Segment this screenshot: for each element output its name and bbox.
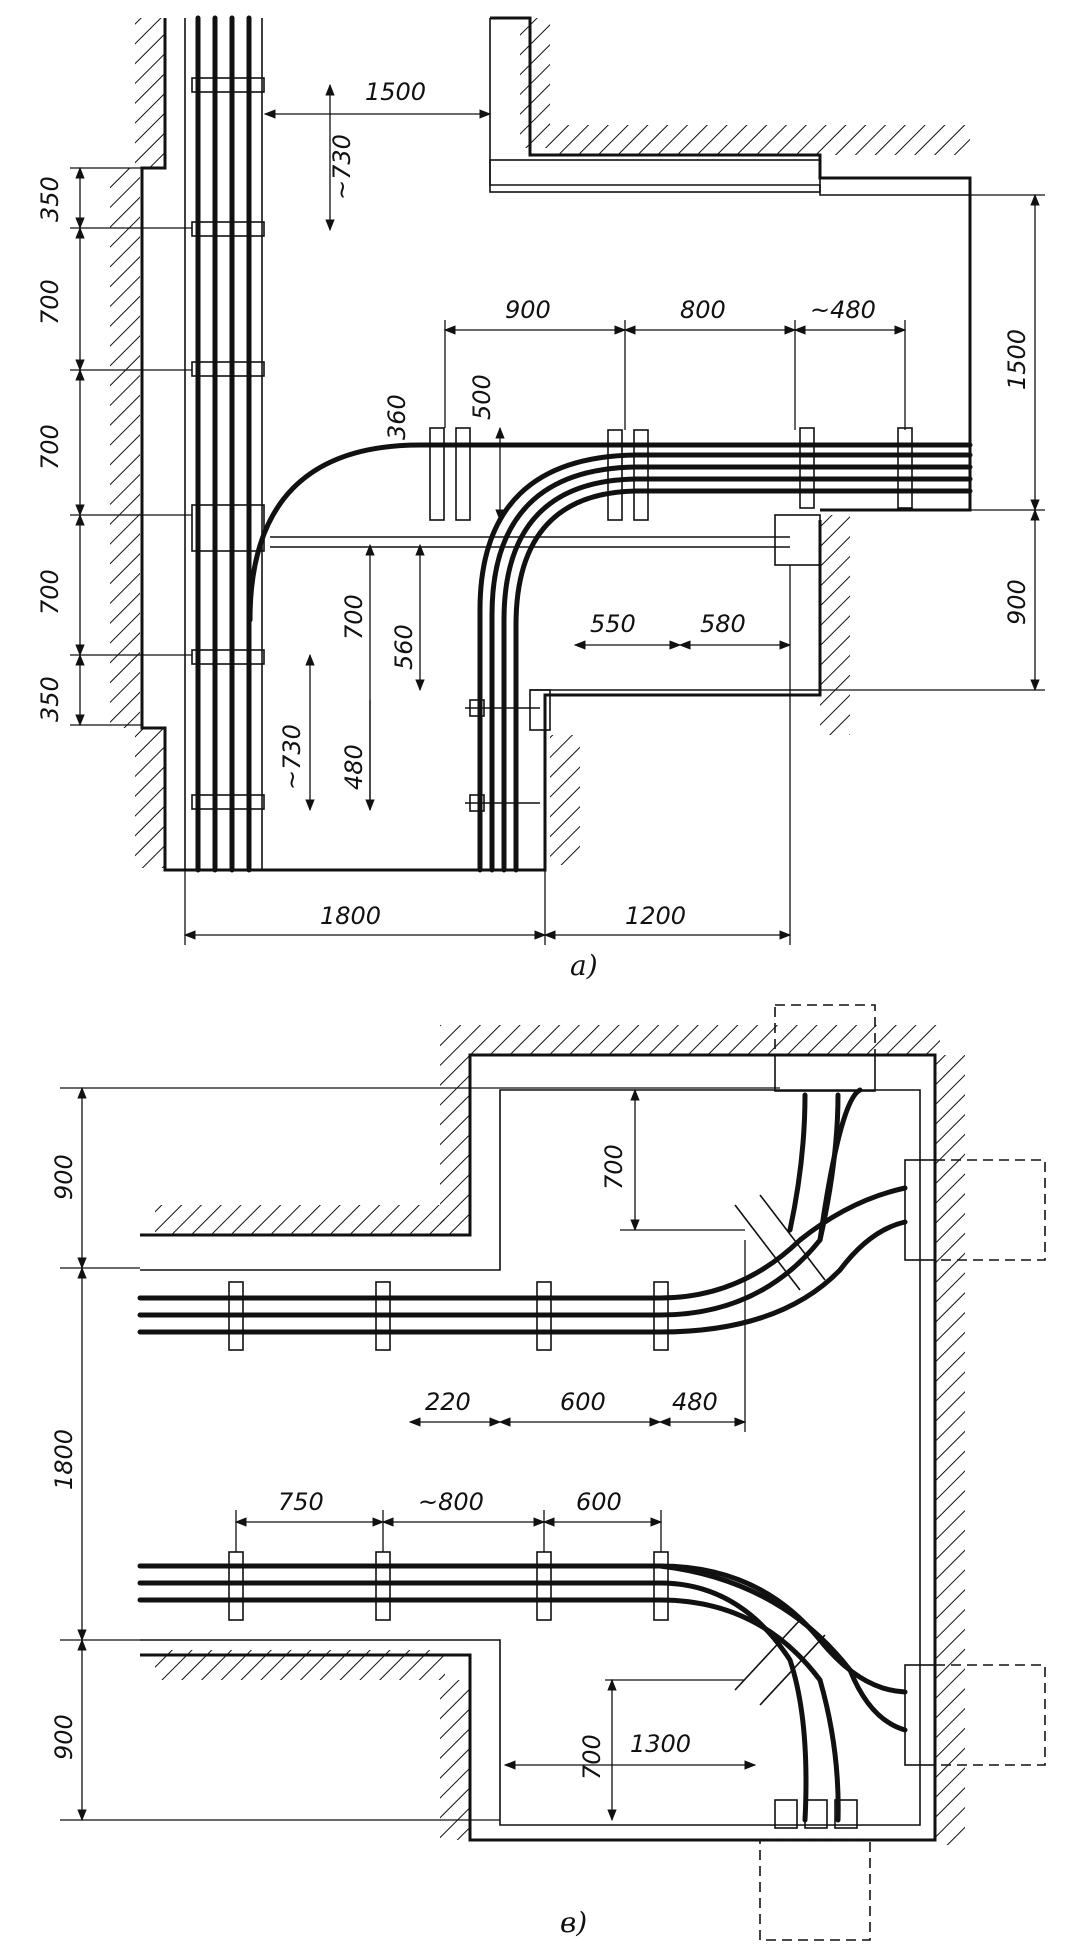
- figure-a-ground-hatching: [110, 18, 970, 868]
- dim-900-left-top: 900: [50, 1154, 78, 1200]
- dim-1500-right: 1500: [1003, 329, 1031, 390]
- dim-700-bottom: 700: [578, 1734, 606, 1780]
- figure-b-lower-cables: [137, 1563, 908, 1823]
- dim-900-right: 900: [1003, 579, 1031, 625]
- dim-350-left-bottom: 350: [36, 676, 64, 722]
- figure-a-clamps-left: [191, 77, 265, 810]
- dim-600-lower: 600: [576, 1488, 622, 1516]
- figure-b-walls: [140, 1053, 937, 1842]
- dim-750: 750: [278, 1488, 324, 1516]
- dim-1200-bottom: 1200: [625, 902, 686, 930]
- dim-700-left-1: 700: [36, 279, 64, 325]
- dim-480-bottom: 480: [340, 744, 368, 790]
- dim-550: 550: [590, 610, 636, 638]
- figure-b-label: в): [560, 1906, 587, 1939]
- dim-700-mid: 700: [340, 594, 368, 640]
- figure-b-ground-hatching: [155, 1025, 965, 1845]
- figure-b-upper-cables: [137, 1087, 908, 1335]
- dim-800-top: 800: [680, 296, 726, 324]
- dim-1800-bottom: 1800: [320, 902, 381, 930]
- dim-560-mid: 560: [390, 624, 418, 670]
- dim-1300: 1300: [630, 1730, 691, 1758]
- dim-900-left-bottom: 900: [50, 1714, 78, 1760]
- figure-a-bending-cables: [247, 442, 973, 873]
- dim-900-top: 900: [505, 296, 551, 324]
- dim-730-top: ~730: [328, 134, 356, 200]
- figure-a-label: a): [570, 949, 598, 982]
- figure-b-terminations: [759, 1004, 1046, 1941]
- dim-600-upper: 600: [560, 1388, 606, 1416]
- figure-b-dimension-texts: 900 1800 900 700 220 600 480 750 ~800 60…: [50, 1144, 718, 1780]
- figure-a-dimension-lines: [70, 83, 1045, 945]
- dim-480-top: ~480: [810, 296, 876, 324]
- dim-1500-top: 1500: [365, 78, 426, 106]
- figure-b-clamps: [228, 1194, 826, 1706]
- dim-700-left-3: 700: [36, 569, 64, 615]
- figure-a-left-cable-bundle: [184, 15, 263, 873]
- figure-a: 1500 ~730 350 700 700 700 350 900 800 ~4…: [36, 15, 1045, 982]
- dim-730-bottom: ~730: [278, 724, 306, 790]
- dim-700-top: 700: [600, 1144, 628, 1190]
- dim-1800-left: 1800: [50, 1429, 78, 1490]
- figure-b: 900 1800 900 700 220 600 480 750 ~800 60…: [50, 1004, 1046, 1941]
- dim-800: ~800: [418, 1488, 484, 1516]
- dim-580: 580: [700, 610, 746, 638]
- figure-b-dimension-lines: [60, 1086, 780, 1822]
- dim-360: 360: [383, 394, 411, 440]
- dim-700-left-2: 700: [36, 424, 64, 470]
- figure-a-dimension-texts: 1500 ~730 350 700 700 700 350 900 800 ~4…: [36, 78, 1031, 930]
- dim-500: 500: [468, 374, 496, 420]
- dim-350-left-top: 350: [36, 176, 64, 222]
- dim-480: 480: [672, 1388, 718, 1416]
- dim-220: 220: [425, 1388, 471, 1416]
